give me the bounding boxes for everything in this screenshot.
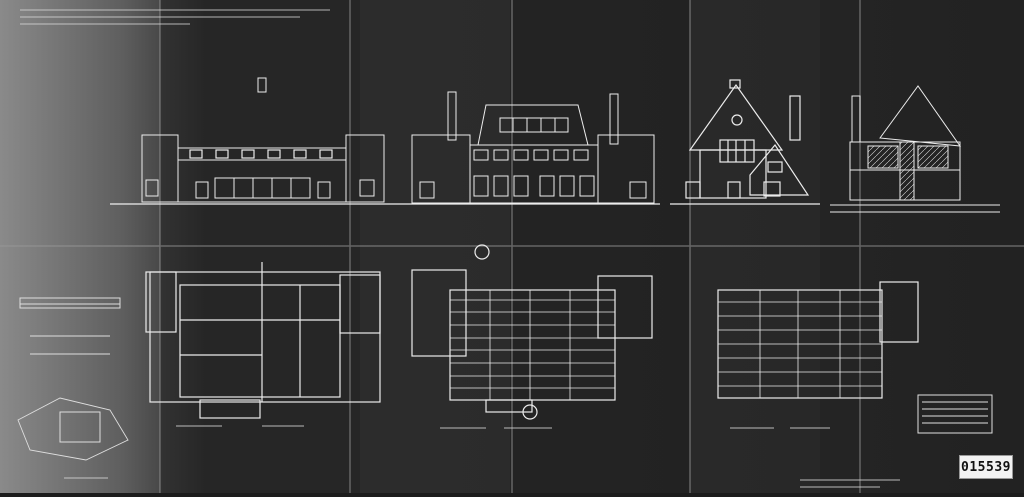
floor-plan-first <box>411 244 653 420</box>
floor-plan-ground <box>145 262 381 419</box>
elevation-front <box>141 77 385 203</box>
elevation-side <box>685 79 810 199</box>
floor-plan-attic <box>717 281 919 399</box>
legend-box <box>917 394 993 434</box>
detail-drawings <box>17 297 129 461</box>
section-drawing <box>830 85 1000 213</box>
elevation-rear <box>411 91 655 204</box>
archive-number-stamp: 015539 <box>959 455 1013 479</box>
